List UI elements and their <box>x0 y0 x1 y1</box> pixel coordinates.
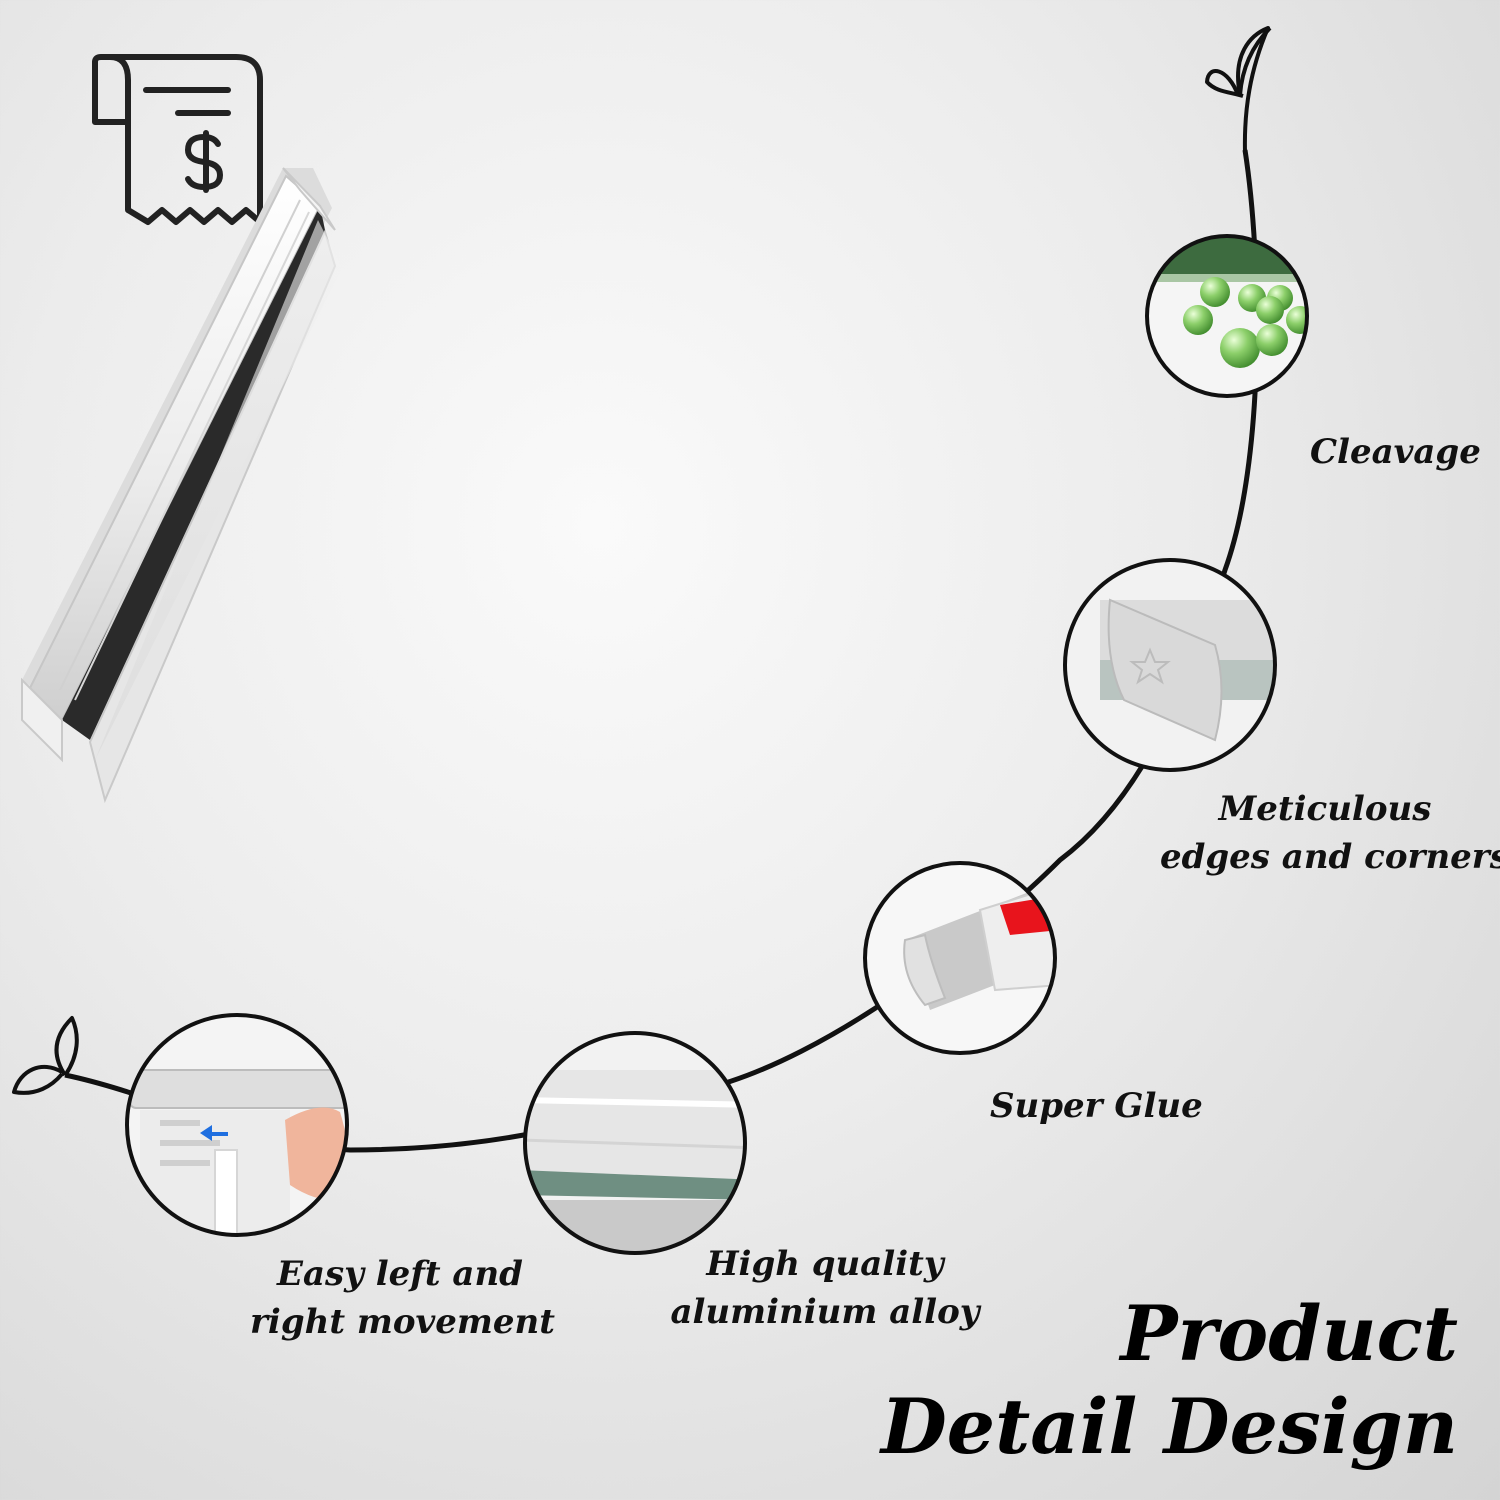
feature-image-glue <box>863 861 1057 1055</box>
feature-image-movement <box>125 1013 349 1237</box>
aluminium-rail <box>21 167 342 804</box>
feature-image-cleavage <box>1145 234 1309 398</box>
page-title: Product Detail Design <box>880 1289 1458 1471</box>
caption-glue: Super Glue <box>990 1086 1203 1126</box>
leaf-sprout-icon <box>12 1016 79 1095</box>
caption-alloy: High quality aluminium alloy <box>670 1244 980 1333</box>
caption-cleavage: Cleavage <box>1310 432 1481 472</box>
leaf-sprout-icon <box>1205 26 1272 153</box>
receipt-dollar-icon <box>92 54 263 225</box>
caption-edges: Meticulous edges and corners <box>1160 789 1500 878</box>
caption-movement: Easy left and right movement <box>250 1254 555 1343</box>
feature-image-edges <box>1063 558 1277 772</box>
feature-image-alloy <box>523 1031 747 1255</box>
